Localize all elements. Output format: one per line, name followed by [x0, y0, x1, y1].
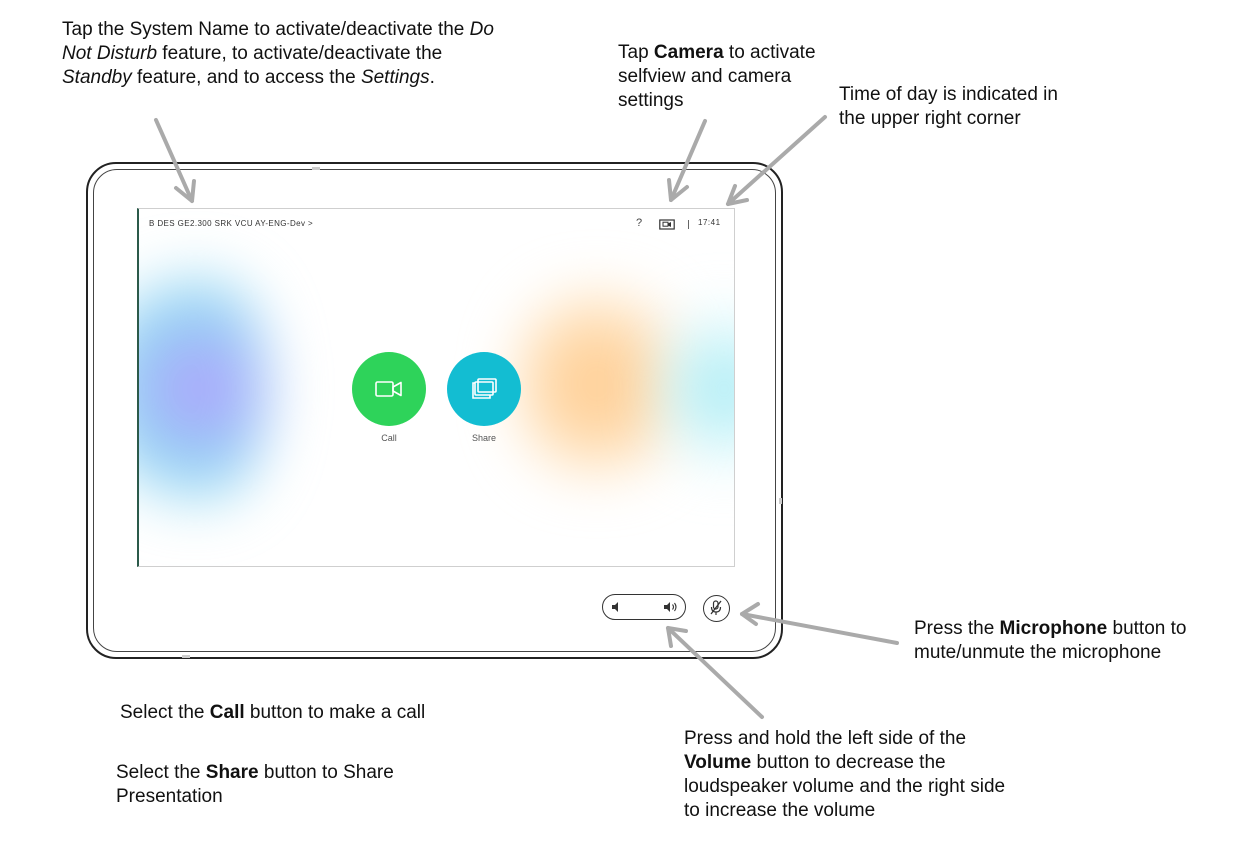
share-icon [472, 378, 497, 399]
system-name[interactable]: B DES GE2.300 SRK VCU AY-ENG-Dev > [149, 219, 314, 228]
annotation-text: button to Share Presentation [116, 762, 394, 807]
camera-icon[interactable] [659, 219, 675, 230]
call-button[interactable] [352, 352, 426, 426]
microphone-muted-icon [710, 600, 722, 615]
arrow-to-volume [666, 626, 764, 719]
annotation-text: . [429, 67, 435, 88]
arrow-to-system-name [154, 118, 196, 203]
tablet-bottom-button [182, 655, 190, 658]
call-label: Call [381, 433, 397, 443]
annotation-bold: Volume [684, 752, 752, 773]
tablet-top-button [312, 167, 320, 170]
annotation-text: Time of day is indicated in the upper ri… [839, 84, 1058, 129]
annotation-text: Press and hold the left side of the [684, 728, 967, 749]
arrow-to-microphone [740, 602, 899, 645]
share-label: Share [471, 433, 497, 443]
volume-down-icon[interactable] [610, 600, 624, 614]
annotation-bold: Microphone [999, 618, 1108, 639]
annotation-text: Tap the System Name to activate/deactiva… [62, 19, 470, 40]
background-glow-left [139, 259, 269, 519]
background-glow-orange [517, 279, 677, 489]
tablet-inner-frame [93, 169, 776, 652]
annotation-bold: Call [209, 702, 245, 723]
volume-up-icon[interactable] [663, 600, 679, 614]
call-annotation: Select the Call button to make a call [120, 701, 540, 725]
tablet-side-button [779, 498, 782, 504]
touch-screen: B DES GE2.300 SRK VCU AY-ENG-Dev > ? 17:… [137, 208, 735, 567]
volume-control[interactable] [602, 594, 686, 620]
annotation-bold: Share [205, 762, 259, 783]
microphone-annotation: Press the Microphone button to mute/unmu… [914, 617, 1214, 665]
annotation-text: button to decrease the loudspeaker volum… [684, 752, 1006, 821]
share-button[interactable] [447, 352, 521, 426]
microphone-button[interactable] [703, 595, 730, 622]
annotation-text: feature, and to access the [131, 67, 361, 88]
annotation-text: to activate selfview and camera settings [618, 42, 816, 111]
annotation-italic: Standby [62, 67, 132, 88]
video-call-icon [375, 381, 402, 397]
share-annotation: Select the Share button to Share Present… [116, 761, 416, 809]
clock: 17:41 [698, 218, 721, 227]
annotation-italic: Do Not Disturb [62, 19, 494, 64]
annotation-text: button to mute/unmute the microphone [914, 618, 1187, 663]
help-icon[interactable]: ? [636, 217, 643, 229]
camera-annotation: Tap Camera to activate selfview and came… [618, 41, 818, 113]
annotation-bold: Camera [653, 42, 724, 63]
annotation-text: button to make a call [244, 702, 426, 723]
annotation-text: feature, to activate/deactivate the [157, 43, 443, 64]
arrow-to-camera [667, 119, 707, 202]
arrow-to-clock [726, 115, 827, 206]
header-separator [688, 220, 689, 229]
tablet-outer-frame [86, 162, 783, 659]
annotation-text: Press the [914, 618, 1000, 639]
annotation-text: Tap [618, 42, 654, 63]
system-name-annotation: Tap the System Name to activate/deactiva… [62, 18, 502, 90]
annotation-text: Select the [120, 702, 210, 723]
annotation-text: Select the [116, 762, 206, 783]
volume-annotation: Press and hold the left side of the Volu… [684, 727, 1024, 823]
annotation-italic: Settings [360, 67, 430, 88]
time-annotation: Time of day is indicated in the upper ri… [839, 83, 1079, 131]
